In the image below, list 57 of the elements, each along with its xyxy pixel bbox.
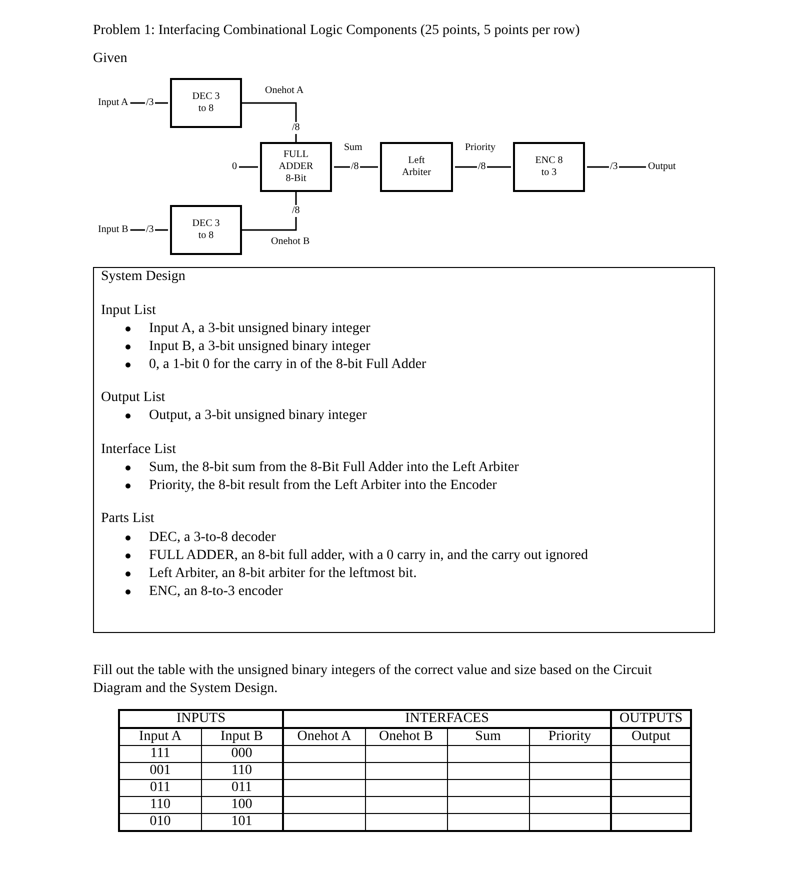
bullet-item: FULL ADDER, an 8-bit full adder, with a 0 carry in, and the carry out ignored: [149, 548, 588, 564]
column-header: Onehot A: [283, 728, 365, 746]
decoder-block: DEC 3 to 8: [170, 78, 242, 128]
column-header: Sum: [447, 728, 529, 746]
input-label: Input B: [98, 224, 128, 236]
output-label: Output: [648, 161, 676, 173]
wire-label: Priority: [465, 142, 496, 154]
adder-block: FULL ADDER 8-Bit: [260, 142, 332, 192]
column-header: Input B: [201, 728, 283, 746]
input-value: 111: [119, 746, 201, 762]
input-value: 110: [201, 762, 283, 780]
bullet-item: 0, a 1-bit 0 for the carry in of the 8-bit Full Adder: [149, 357, 426, 373]
group-header: INTERFACES: [283, 710, 611, 728]
bus-width-mark: /8: [291, 122, 301, 134]
constant-label: 0: [232, 161, 237, 173]
panel-heading: System Design: [101, 269, 186, 285]
bullet-item: Left Arbiter, an 8-bit arbiter for the leftmost bit.: [149, 566, 417, 582]
wire: [334, 166, 378, 168]
section-heading: Output List: [101, 390, 166, 406]
wire: [587, 166, 646, 168]
wire: [239, 166, 258, 168]
section-heading: Given: [93, 51, 128, 67]
input-value: 011: [119, 780, 201, 796]
bullet-item: Sum, the 8-bit sum from the 8-Bit Full Adder into the Left Arbiter: [149, 460, 519, 476]
bullet-item: Priority, the 8-bit result from the Left Arbiter into the Encoder: [149, 478, 497, 494]
input-value: 011: [201, 780, 283, 796]
input-value: 001: [119, 762, 201, 780]
section-heading: Parts List: [101, 511, 154, 527]
section-heading: Input List: [101, 303, 156, 319]
column-header: Priority: [529, 728, 611, 746]
instruction-text: Fill out the table with the unsigned binary integers of the correct value and size based on the Circuit Diagram and the System Design.: [93, 662, 654, 698]
bullet-item: Input A, a 3-bit unsigned binary integer: [149, 321, 370, 337]
group-header: INPUTS: [119, 710, 283, 728]
section-heading: Interface List: [101, 442, 176, 458]
bullet-item: DEC, a 3-to-8 decoder: [149, 530, 276, 546]
page-title: Problem 1: Interfacing Combinational Logic Components (25 points, 5 points per row): [93, 23, 580, 39]
arbiter-block: Left Arbiter: [380, 142, 453, 192]
wire: [242, 102, 297, 142]
encoder-block: ENC 8 to 3: [513, 142, 585, 192]
input-label: Input A: [98, 97, 128, 109]
bullet-item: Output, a 3-bit unsigned binary integer: [149, 408, 367, 424]
wire: [130, 229, 168, 231]
wire: [242, 192, 297, 231]
bullet-item: ENC, an 8-to-3 encoder: [149, 584, 283, 600]
column-header: Input A: [119, 728, 201, 746]
decoder-block: DEC 3 to 8: [170, 205, 242, 255]
input-value: 100: [201, 796, 283, 814]
bullet-item: Input B, a 3-bit unsigned binary integer: [149, 339, 370, 355]
wire: [455, 166, 511, 168]
column-header: Output: [611, 728, 691, 746]
bus-width-mark: /8: [291, 205, 301, 217]
wire: [130, 102, 168, 104]
design-panel: [93, 267, 715, 633]
input-value: 000: [201, 746, 283, 762]
group-header: OUTPUTS: [611, 710, 691, 728]
input-value: 110: [119, 796, 201, 814]
column-header: Onehot B: [365, 728, 447, 746]
